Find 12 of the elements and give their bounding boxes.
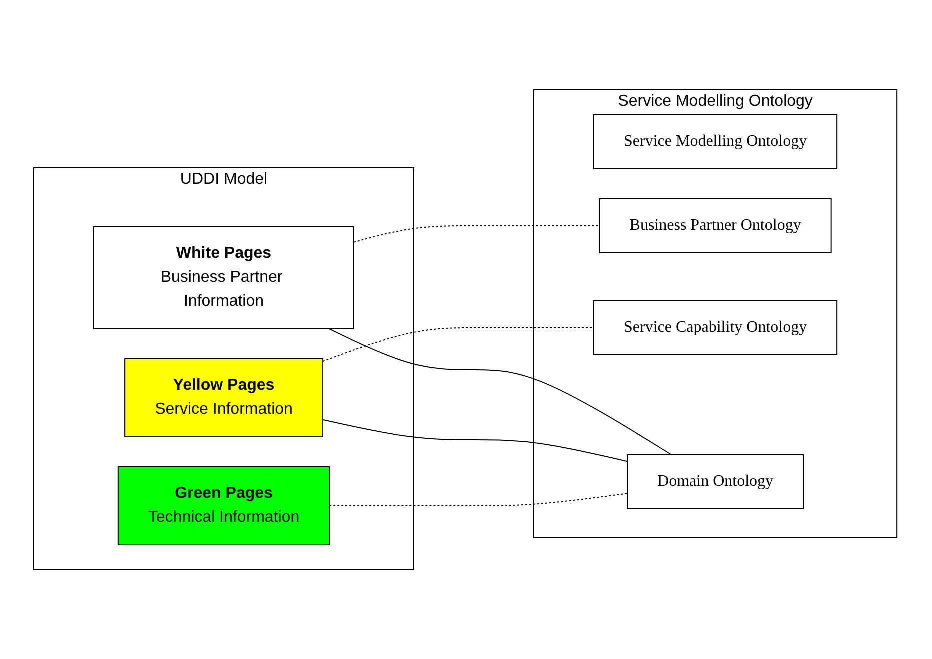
connector <box>329 328 673 455</box>
connector <box>322 418 628 462</box>
connector <box>330 492 628 506</box>
node-box: Service Modelling Ontology <box>594 114 838 169</box>
node-box: Business Partner Ontology <box>600 198 832 253</box>
node-box: Yellow Pages Service Information <box>125 358 324 437</box>
node-box: Green Pages Technical Information <box>118 466 331 545</box>
connector <box>354 225 601 242</box>
node-box: White Pages Business Partner Information <box>94 226 355 329</box>
node-box: Service Capability Ontology <box>594 300 838 355</box>
connector <box>322 327 595 362</box>
node-box: Domain Ontology <box>628 454 804 509</box>
